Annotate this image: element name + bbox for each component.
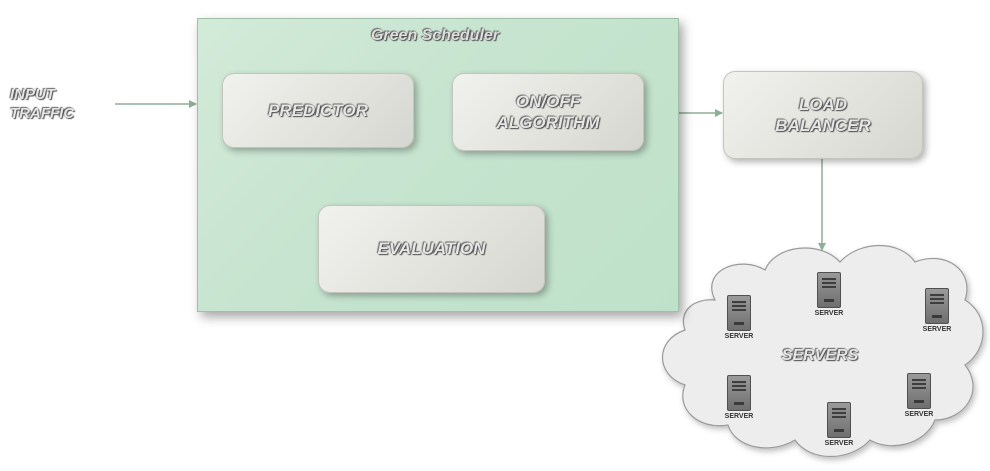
server-icon: SERVER: [816, 402, 862, 447]
server-icon: SERVER: [914, 288, 960, 333]
server-icon: SERVER: [716, 295, 762, 340]
onoff-algorithm-node: ON/OFF ALGORITHM: [452, 73, 644, 151]
servers-cloud-label: SERVERS: [781, 347, 859, 364]
server-icon: SERVER: [896, 373, 942, 418]
server-icon: SERVER: [806, 272, 852, 317]
predictor-label: PREDICTOR: [268, 100, 368, 120]
load-balancer-node: LOAD BALANCER: [723, 71, 923, 159]
onoff-algorithm-label: ON/OFF ALGORITHM: [496, 91, 600, 132]
evaluation-label: EVALUATION: [377, 239, 486, 259]
evaluation-node: EVALUATION: [318, 205, 545, 293]
server-icon: SERVER: [716, 375, 762, 420]
load-balancer-label: LOAD BALANCER: [775, 94, 871, 135]
predictor-node: PREDICTOR: [222, 73, 414, 148]
input-traffic-label: INPUT TRAFFIC: [10, 86, 75, 122]
scheduler-title: Green Scheduler: [370, 27, 500, 44]
green-scheduler-box: [197, 18, 679, 312]
